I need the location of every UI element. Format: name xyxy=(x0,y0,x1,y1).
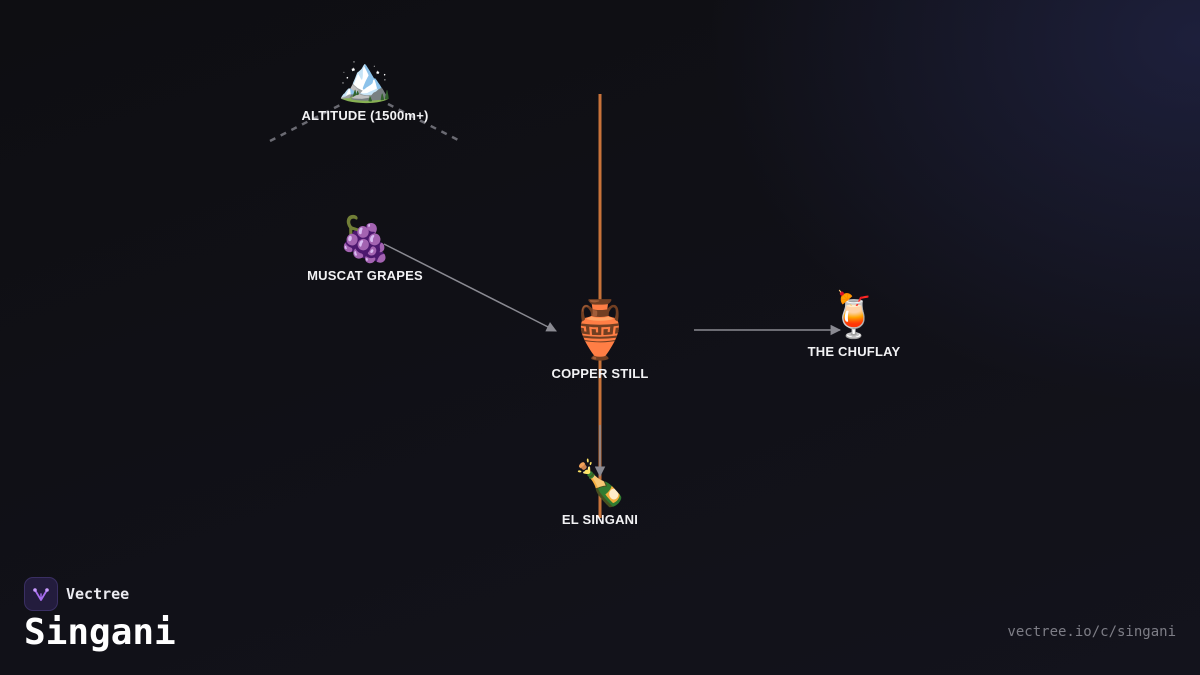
grapes-icon: 🍇 xyxy=(337,214,393,265)
node-label: THE CHUFLAY xyxy=(807,344,901,359)
brand[interactable]: Vectree xyxy=(24,577,129,611)
mountain-icon: 🏔️ xyxy=(337,54,393,105)
brand-name: Vectree xyxy=(66,585,130,603)
node-altitude[interactable]: 🏔️ ALTITUDE (1500m+) xyxy=(265,54,465,123)
altitude-dashed-edge-left xyxy=(269,102,343,143)
node-muscat-grapes[interactable]: 🍇 MUSCAT GRAPES xyxy=(265,214,465,283)
node-label: COPPER STILL xyxy=(551,366,649,381)
page-title: Singani xyxy=(24,612,176,653)
node-label: MUSCAT GRAPES xyxy=(307,268,423,283)
amphora-icon: 🏺 xyxy=(565,298,635,363)
bottle-popping-icon: 🍾 xyxy=(572,458,628,509)
node-the-chuflay[interactable]: 🍹 THE CHUFLAY xyxy=(754,290,954,359)
edge-grapes-to-still xyxy=(383,243,557,332)
page-url[interactable]: vectree.io/c/singani xyxy=(1007,624,1176,640)
node-copper-still[interactable]: 🏺 COPPER STILL xyxy=(500,298,700,381)
cocktail-icon: 🍹 xyxy=(826,290,882,341)
node-el-singani[interactable]: 🍾 EL SINGANI xyxy=(500,458,700,527)
altitude-dashed-edge-right xyxy=(387,102,461,143)
node-label: EL SINGANI xyxy=(561,512,639,527)
vectree-logo-icon xyxy=(24,577,58,611)
node-label: ALTITUDE (1500m+) xyxy=(301,108,429,123)
